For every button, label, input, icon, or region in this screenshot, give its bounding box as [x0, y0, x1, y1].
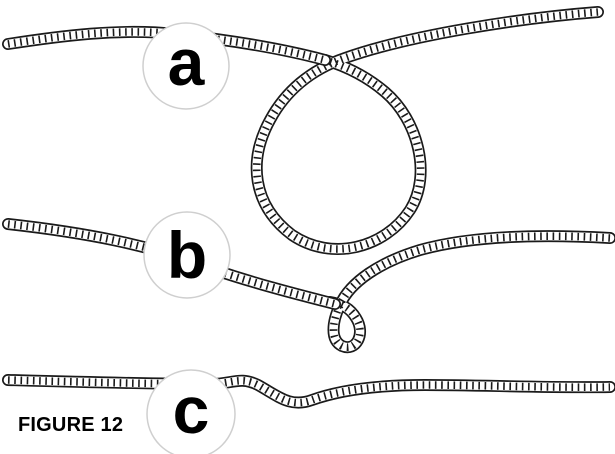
rope-a-loop: [257, 12, 598, 249]
label-b: b: [144, 212, 230, 298]
label-a: a: [143, 23, 229, 109]
label-c-letter: c: [173, 373, 210, 447]
rope-c: [8, 380, 610, 403]
rope-b-right-segment: [330, 236, 610, 347]
label-b-letter: b: [167, 218, 207, 292]
figure-caption: FIGURE 12: [18, 414, 123, 436]
label-c: c: [147, 370, 235, 454]
rope-a: [8, 12, 598, 249]
label-a-letter: a: [168, 25, 206, 99]
